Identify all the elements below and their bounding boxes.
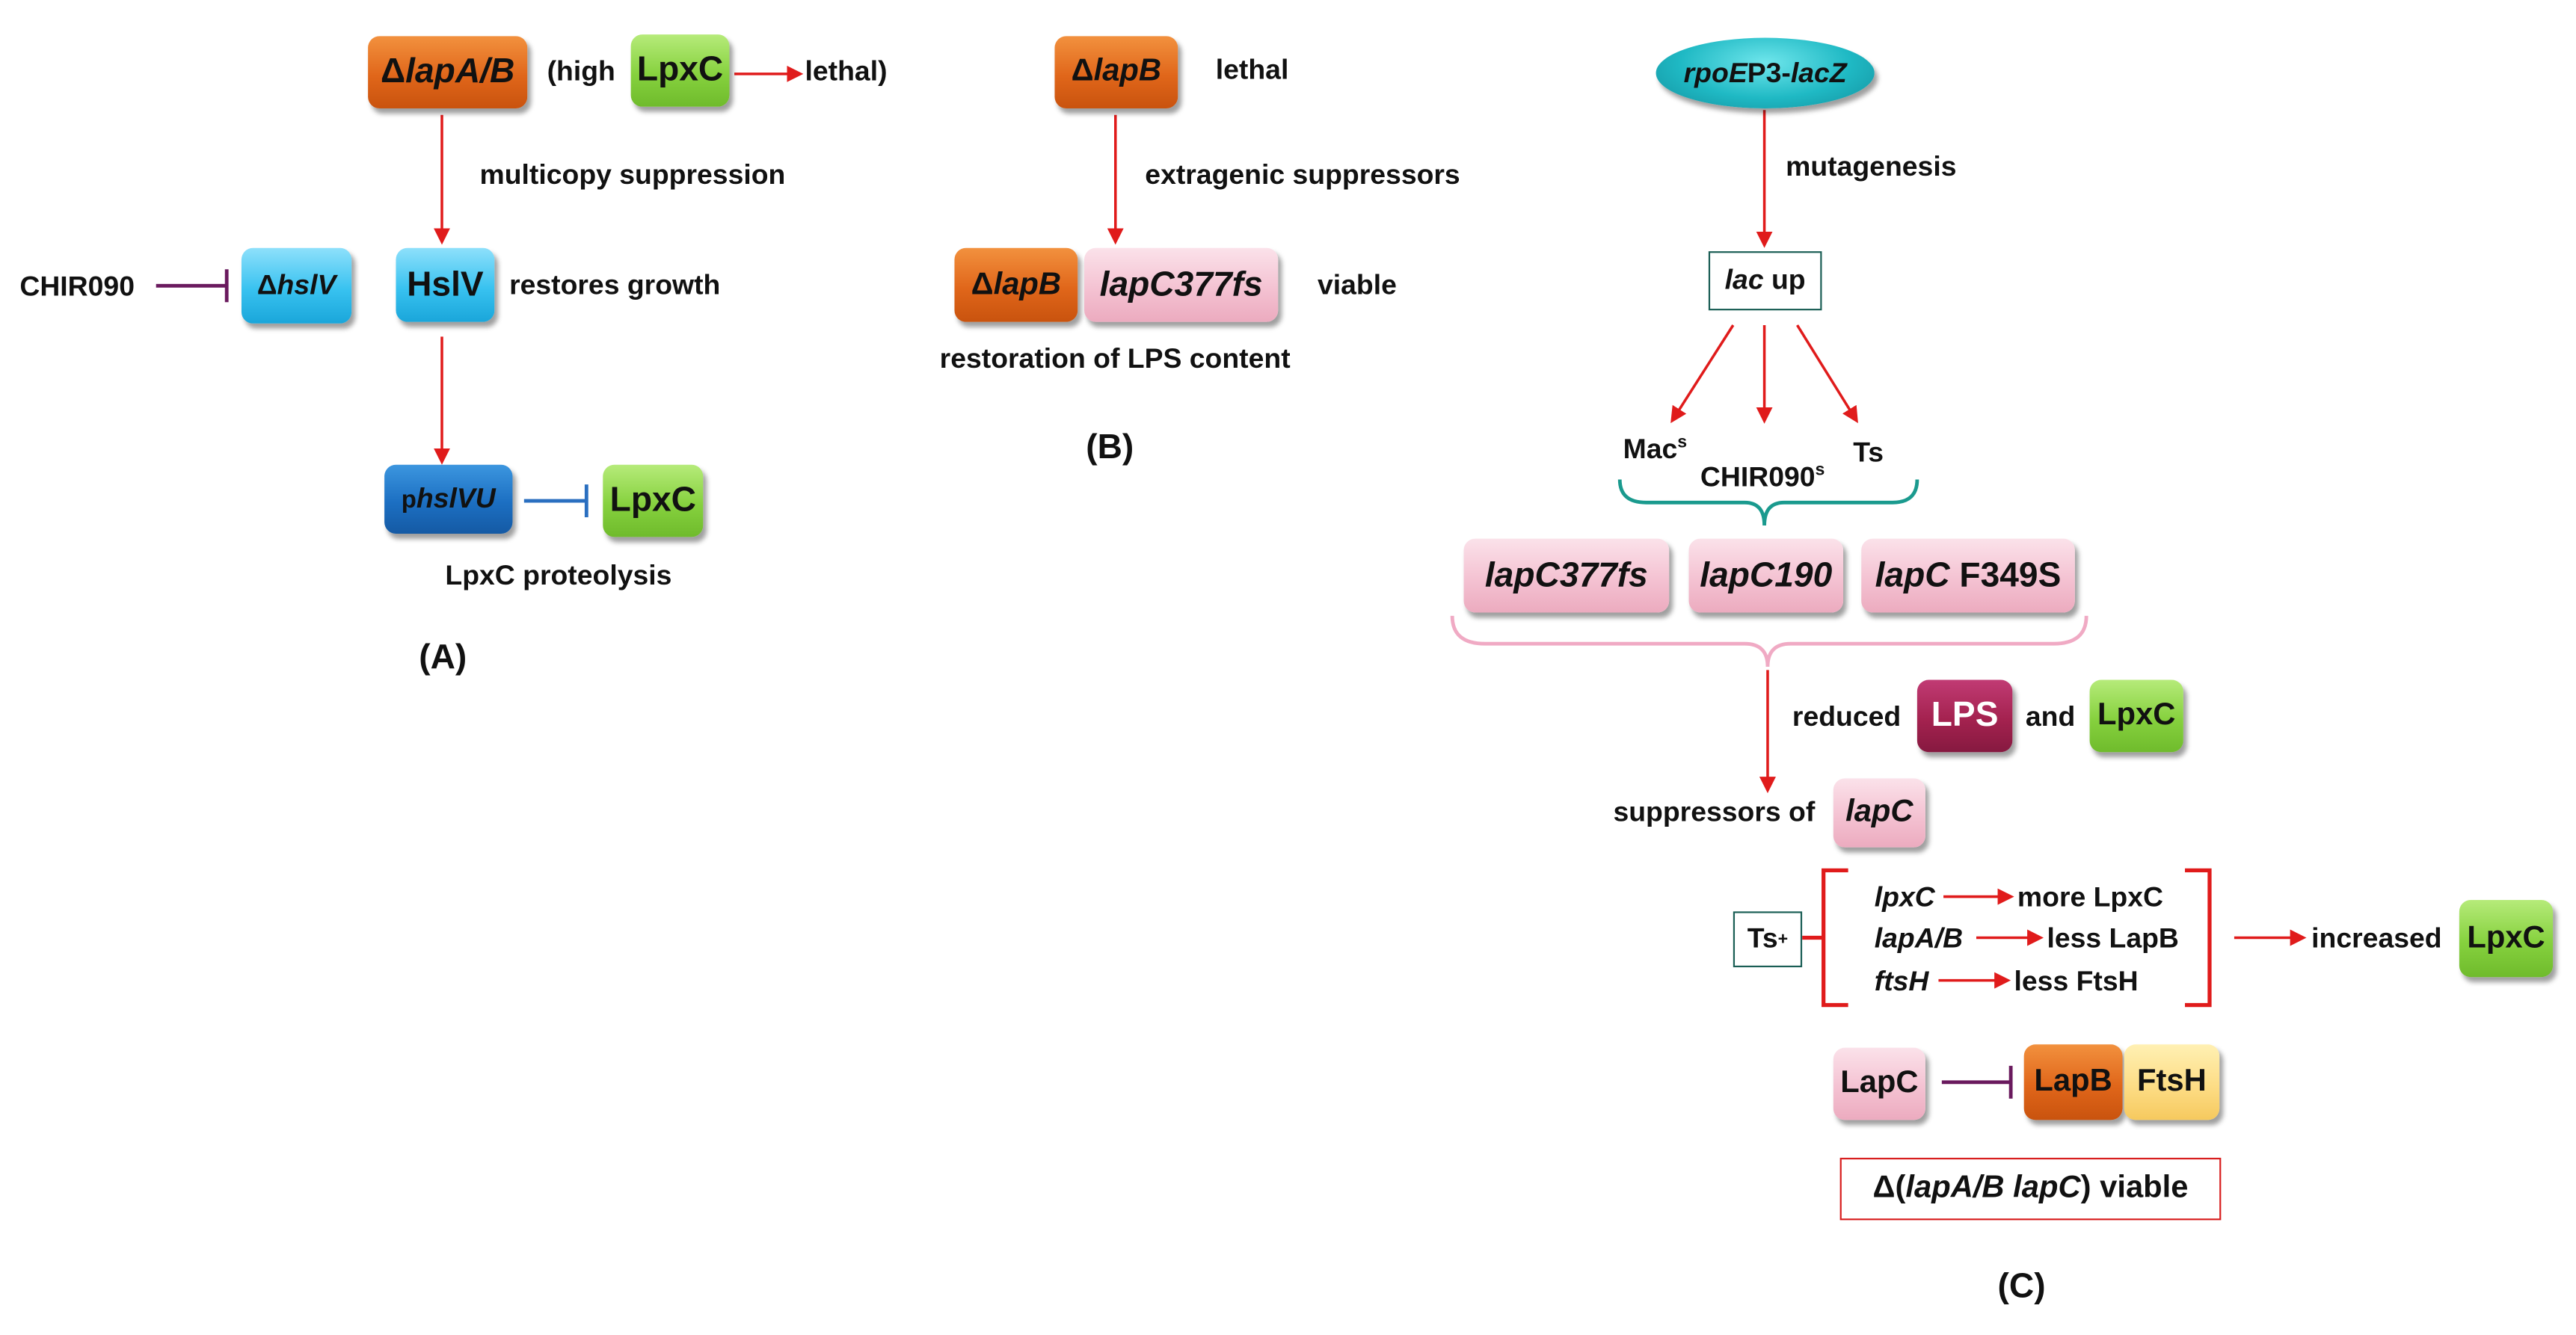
chir090-label: CHIR090	[19, 271, 135, 303]
allele-lapc190: lapC190	[1700, 555, 1833, 594]
viable-deletion-box: Δ(lapA/B lapC) viable	[1839, 1157, 2222, 1221]
lpxc-high-box: LpxC	[630, 34, 730, 107]
bracket-teal	[1617, 479, 1919, 526]
lpxc-increased-box: LpxC	[2459, 899, 2554, 978]
allele-lapc-f349s-gene: lapC	[1875, 555, 1950, 594]
lethal-paren-label: lethal)	[805, 55, 888, 87]
lac-up-text: up	[1763, 264, 1806, 296]
mac-superscript: s	[1677, 432, 1688, 452]
high-prefix-label: (high	[547, 55, 615, 87]
lapb-box: LapB	[2023, 1044, 2123, 1120]
lpxc-proteolysis-label: LpxC proteolysis	[445, 560, 672, 591]
increased-label: increased	[2311, 922, 2442, 955]
panel-c-label: (C)	[1997, 1268, 2046, 1306]
allele-lapc377fs-box: lapC377fs	[1463, 538, 1670, 613]
phslvu-gene: hslVU	[416, 482, 496, 514]
ftsh-gene-label: ftsH	[1874, 965, 1929, 997]
ts-label: Ts	[1853, 437, 1884, 469]
inhibit-chir090-hslv	[156, 269, 229, 303]
viable-deletion-genes: lapA/B lapC	[1905, 1171, 2081, 1206]
panel-b-label: (B)	[1086, 428, 1134, 466]
lacz-gene: lacZ	[1790, 56, 1847, 88]
restoration-lps-label: restoration of LPS content	[939, 343, 1291, 374]
lapc377fs-gene-b: lapC377fs	[1099, 265, 1263, 303]
lapc-box: LapC	[1833, 1047, 1925, 1120]
viable-label: viable	[1317, 269, 1397, 301]
suppressors-of-label: suppressors of	[1613, 796, 1816, 828]
inhibit-phslvu-lpxc	[523, 484, 588, 518]
ts-plus-text: Ts	[1747, 922, 1778, 955]
arrow-to-ts	[1796, 324, 1858, 424]
delta-lapab-gene: lapA/B	[405, 52, 515, 90]
mac-s-label: Macs	[1623, 434, 1688, 466]
extragenic-suppressors-label: extragenic suppressors	[1145, 159, 1460, 191]
restores-growth-label: restores growth	[509, 269, 721, 301]
allele-lapc190-box: lapC190	[1688, 538, 1844, 613]
lapc377fs-box-b: lapC377fs	[1084, 247, 1279, 322]
more-lpxc-label: more LpxC	[2017, 881, 2164, 913]
lpxc-reduced-box: LpxC	[2089, 679, 2183, 753]
lps-box: LPS	[1916, 679, 2013, 753]
viable-deletion-suffix: ) viable	[2080, 1171, 2189, 1206]
allele-lapc377fs: lapC377fs	[1484, 555, 1648, 594]
phslvu-p: p	[401, 485, 416, 514]
delta-hslv-gene: hslV	[277, 269, 336, 301]
lapc-suppressor-box: lapC	[1833, 778, 1925, 848]
lpxc-proteolysis-box: LpxC	[603, 464, 704, 537]
lethal-label: lethal	[1215, 54, 1289, 86]
allele-lapc-f349s-box: lapC F349S	[1861, 538, 2075, 613]
lpxc-gene-label: lpxC	[1874, 881, 1935, 913]
ftsh-box: FtsH	[2124, 1044, 2220, 1120]
rpoe-gene: rpoE	[1683, 56, 1747, 88]
less-lapb-label: less LapB	[2047, 922, 2179, 955]
lac-up-box: lac up	[1708, 251, 1822, 311]
lapc-suppressor-gene: lapC	[1845, 795, 1913, 830]
allele-lapc-f349s-mutation: F349S	[1949, 555, 2062, 594]
delta-lapb-gene: lapB	[1093, 54, 1162, 89]
multicopy-suppression-label: multicopy suppression	[479, 159, 786, 191]
arrow-to-mac	[1670, 324, 1735, 424]
mutagenesis-label: mutagenesis	[1786, 151, 1957, 182]
rpoe-promoter: P3-	[1747, 56, 1791, 88]
lac-gene: lac	[1724, 264, 1764, 296]
mac-text: Mac	[1623, 434, 1678, 465]
inhibit-lapc-lapb	[1941, 1065, 2013, 1099]
chir090-s-label: CHIR090s	[1700, 461, 1825, 494]
ts-plus-box: Ts+	[1733, 911, 1803, 968]
and-label: and	[2025, 701, 2076, 733]
panel-a-label: (A)	[419, 638, 467, 677]
less-ftsh-label: less FtsH	[2014, 965, 2139, 997]
chir090-superscript: s	[1815, 460, 1825, 481]
reduced-label: reduced	[1792, 701, 1902, 733]
hslv-box: HslV	[396, 247, 495, 322]
delta-lapb-gene-2: lapB	[993, 267, 1062, 302]
bracket-ts-plus	[1802, 868, 2212, 1008]
chir090-text: CHIR090	[1700, 461, 1816, 493]
bracket-pink	[1450, 615, 2088, 668]
lapab-gene-label: lapA/B	[1874, 922, 1964, 955]
